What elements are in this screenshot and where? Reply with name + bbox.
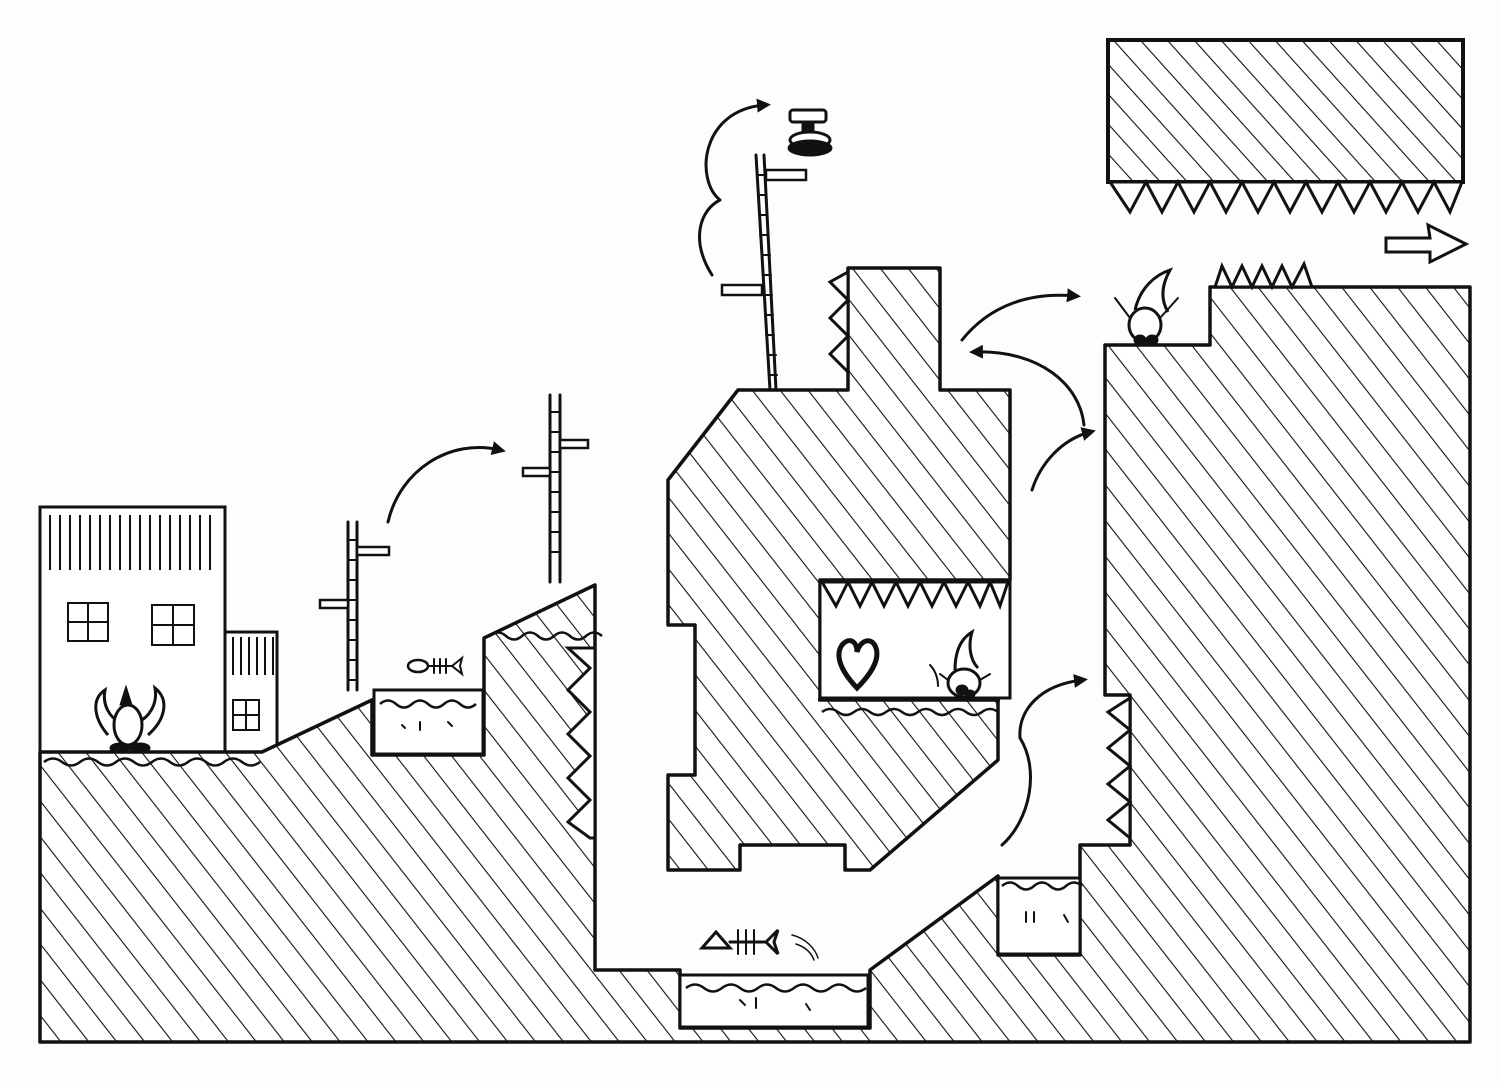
spike-wall-left: [564, 646, 597, 840]
heart-icon[interactable]: [836, 638, 880, 692]
water-pool-2: [678, 973, 870, 1029]
winged-creature-icon[interactable]: [94, 684, 166, 754]
ladder-2[interactable]: [521, 393, 590, 584]
jump-arrow-4: [969, 344, 1086, 427]
jump-arrow-2: [698, 98, 771, 277]
pool-marks: [401, 721, 1069, 1011]
spike-crusher: [1107, 178, 1465, 216]
ladder-1[interactable]: [318, 520, 391, 692]
jump-arrow-6: [1000, 673, 1088, 847]
fish-skeleton-icon[interactable]: [698, 928, 819, 961]
window-right: [151, 604, 195, 646]
window-left: [67, 602, 109, 642]
water-pool-3: [996, 876, 1082, 956]
building-small: [223, 630, 279, 754]
spike-wall-right: [1105, 695, 1133, 842]
jump-arrow-1: [386, 441, 506, 524]
jump-arrow-5: [1030, 427, 1096, 492]
spike-ceiling-cave: [819, 578, 1011, 611]
fish-skeleton-icon[interactable]: [406, 655, 464, 677]
spike-ledge-top: [1212, 260, 1315, 291]
ladder-3[interactable]: [720, 153, 808, 392]
arrow-right-icon[interactable]: [1384, 222, 1470, 265]
middle-tower: [666, 266, 1012, 872]
spring-icon[interactable]: [787, 108, 833, 157]
jump-arrow-3: [960, 288, 1081, 342]
crusher-block: [1106, 38, 1465, 184]
spike-tower-top: [827, 269, 851, 376]
horned-blob-icon[interactable]: [929, 628, 991, 699]
horned-blob-icon[interactable]: [1114, 267, 1179, 346]
